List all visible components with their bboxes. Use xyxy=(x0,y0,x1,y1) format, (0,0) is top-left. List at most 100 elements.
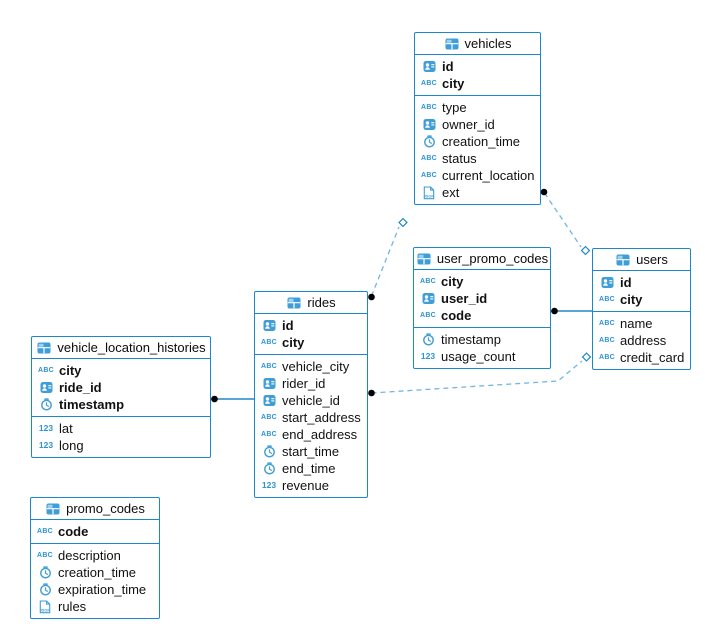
table-header-users[interactable]: users xyxy=(593,249,690,271)
column-label: city xyxy=(442,76,465,91)
number-type-icon: 123 xyxy=(38,440,54,451)
column-row-start_time[interactable]: start_time xyxy=(255,443,367,460)
column-row-expiration_time[interactable]: expiration_time xyxy=(31,581,159,598)
column-label: city xyxy=(620,292,643,307)
relation-rides-vehicles xyxy=(368,217,408,301)
column-label: current_location xyxy=(442,168,535,183)
relation-user_promo_codes-users xyxy=(551,307,592,315)
text-type-icon: ABC xyxy=(37,367,55,374)
column-label: status xyxy=(442,151,477,166)
column-row-id[interactable]: id xyxy=(593,274,690,291)
table-title: user_promo_codes xyxy=(436,251,549,266)
column-row-city[interactable]: ABC city xyxy=(593,291,690,308)
relation-line xyxy=(543,192,582,248)
text-type-icon: ABC xyxy=(598,320,616,327)
id-badge-icon xyxy=(421,60,437,73)
text-type-icon: ABC xyxy=(260,414,278,421)
timestamp-icon xyxy=(37,583,53,596)
relation-endpoint-dot xyxy=(368,293,375,301)
id-badge-icon xyxy=(599,276,615,289)
relation-endpoint-dot xyxy=(211,395,218,403)
column-label: lat xyxy=(59,421,73,436)
id-badge-icon xyxy=(421,118,437,131)
table-icon xyxy=(286,297,302,309)
text-type-icon: ABC xyxy=(598,296,616,303)
table-icon xyxy=(36,342,52,354)
column-row-city[interactable]: ABC city xyxy=(32,362,210,379)
column-label: end_time xyxy=(282,461,336,476)
table-header-vehicles[interactable]: vehicles xyxy=(415,33,540,55)
column-row-vehicle_id[interactable]: vehicle_id xyxy=(255,392,367,409)
column-row-id[interactable]: id xyxy=(255,317,367,334)
column-row-current_location[interactable]: ABC current_location xyxy=(415,167,540,184)
json-type-icon: JSON xyxy=(421,185,437,200)
table-header-rides[interactable]: rides xyxy=(255,292,367,314)
column-label: start_address xyxy=(282,410,361,425)
column-row-creation_time[interactable]: creation_time xyxy=(415,133,540,150)
column-row-long[interactable]: 123 long xyxy=(32,437,210,454)
column-row-rider_id[interactable]: rider_id xyxy=(255,375,367,392)
column-label: revenue xyxy=(282,478,329,493)
column-label: city xyxy=(59,363,82,378)
text-type-icon: ABC xyxy=(260,339,278,346)
column-row-user_id[interactable]: user_id xyxy=(414,290,550,307)
timestamp-icon xyxy=(37,566,53,579)
table-title: vehicles xyxy=(464,36,512,51)
column-row-timestamp[interactable]: timestamp xyxy=(414,331,550,348)
table-title: promo_codes xyxy=(66,501,145,516)
table-header-user_promo_codes[interactable]: user_promo_codes xyxy=(414,248,550,270)
table-title: users xyxy=(636,252,668,267)
table-header-vehicle_location_histories[interactable]: vehicle_location_histories xyxy=(32,337,210,359)
number-type-icon: 123 xyxy=(420,351,436,362)
text-type-icon: ABC xyxy=(598,337,616,344)
column-row-id[interactable]: id xyxy=(415,58,540,75)
column-row-ride_id[interactable]: ride_id xyxy=(32,379,210,396)
column-label: city xyxy=(441,274,464,289)
column-row-timestamp[interactable]: timestamp xyxy=(32,396,210,413)
column-row-end_time[interactable]: end_time xyxy=(255,460,367,477)
column-row-start_address[interactable]: ABC start_address xyxy=(255,409,367,426)
column-label: user_id xyxy=(441,291,488,306)
column-label: rules xyxy=(58,599,87,614)
text-type-icon: ABC xyxy=(420,172,438,179)
column-row-creation_time[interactable]: creation_time xyxy=(31,564,159,581)
relation-endpoint-diamond xyxy=(581,352,592,362)
table-header-promo_codes[interactable]: promo_codes xyxy=(31,498,159,520)
column-label: long xyxy=(59,438,84,453)
timestamp-icon xyxy=(261,462,277,475)
column-label: vehicle_id xyxy=(282,393,340,408)
text-type-icon: ABC xyxy=(260,431,278,438)
timestamp-icon xyxy=(421,135,437,148)
column-row-owner_id[interactable]: owner_id xyxy=(415,116,540,133)
